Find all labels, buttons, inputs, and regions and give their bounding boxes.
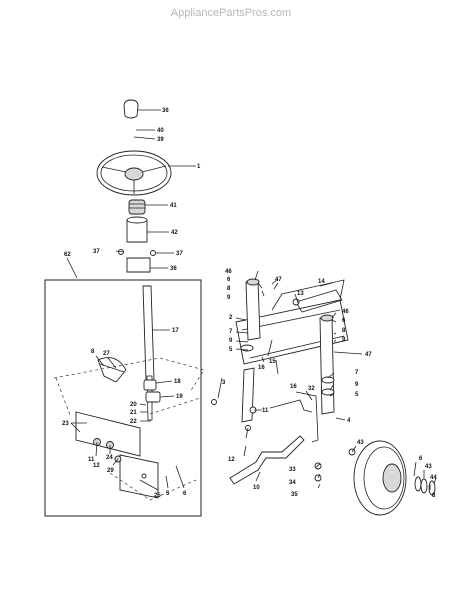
left-spindle [240,278,261,423]
right-spindle [319,314,335,415]
callout-15: 15 [269,359,276,365]
callout-9-left: 9 [229,338,233,344]
callout-22: 22 [130,419,137,425]
callout-25: 25 [154,493,161,499]
tie-rod [229,435,305,485]
callout-1: 1 [197,164,201,170]
callout-19: 19 [176,394,183,400]
callout-3: 3 [222,380,226,386]
callout-27: 27 [103,351,110,357]
callout-6-right: 6 [342,318,346,324]
callout-21: 21 [130,410,137,416]
callout-5-left: 5 [229,347,233,353]
steering-bracket [75,411,159,499]
steering-bushing [126,216,148,243]
callout-16-lower: 16 [290,384,297,390]
callout-8-wheel: 8 [432,493,436,499]
callout-43-lower: 43 [425,464,432,470]
callout-46-right: 46 [342,309,349,315]
callout-46-left: 46 [225,269,232,275]
callout-47-right: 47 [365,352,372,358]
lower-bearing [143,379,161,403]
callout-42: 42 [171,230,178,236]
callout-11-right: 11 [262,408,269,414]
callout-8-right: 8 [342,328,346,334]
callout-6-wheel: 6 [419,456,423,462]
callout-9-left-top: 9 [227,295,231,301]
callout-17: 17 [172,328,179,334]
callout-9-right-lower: 9 [355,382,359,388]
callout-2: 2 [229,315,233,321]
drag-link [269,391,319,443]
callout-7-right: 7 [355,370,359,376]
callout-43-upper: 43 [357,440,364,446]
callout-5-box: 5 [166,491,170,497]
wheel-hardware [414,476,436,496]
site-watermark: AppliancePartsPros.com [171,7,291,19]
callout-13: 13 [297,291,304,297]
callout-16-upper: 16 [258,365,265,371]
callout-6-box: 6 [183,491,187,497]
callout-20: 20 [130,402,137,408]
callout-35: 35 [291,492,298,498]
mounting-bracket-top [118,249,156,273]
leader-lines [66,109,437,491]
callout-9-right: 9 [342,337,346,343]
callout-6-left: 6 [227,277,231,283]
callout-18: 18 [174,379,181,385]
callout-33: 33 [289,467,296,473]
callout-12-right: 12 [228,457,235,463]
callout-10: 10 [253,485,260,491]
callout-32: 32 [308,386,315,392]
frame-outline-dashed [53,357,205,501]
callout-23: 23 [62,421,69,427]
callout-8-left: 8 [227,286,231,292]
steering-gear-adapter [128,199,146,215]
callout-5-right: 5 [355,392,359,398]
callout-29: 29 [107,468,114,474]
callout-44: 44 [430,475,437,481]
callout-34: 34 [289,480,296,486]
callout-36: 36 [162,108,169,114]
callout-41: 41 [170,203,177,209]
callout-7-left: 7 [229,329,233,335]
callout-37-left: 37 [93,249,100,255]
front-tire [353,440,407,516]
callout-12-left: 12 [93,463,100,469]
callout-39: 39 [157,137,164,143]
callout-36-bracket: 36 [170,266,177,272]
callout-62: 62 [64,252,71,258]
callout-40: 40 [157,128,164,134]
sector-gear [97,357,127,383]
callout-4: 4 [347,418,351,424]
callout-labels: 36 40 39 1 41 42 37 37 36 62 17 8 27 18 … [62,108,437,499]
callout-24: 24 [106,455,113,461]
callout-11-left: 11 [88,457,95,463]
callout-37-right: 37 [176,251,183,257]
parts-box-62 [44,279,202,517]
callout-14: 14 [318,279,325,285]
steering-wheel-cap [123,99,139,119]
callout-8-gear: 8 [91,349,95,355]
callout-47-left: 47 [275,277,282,283]
steering-wheel [96,150,172,196]
